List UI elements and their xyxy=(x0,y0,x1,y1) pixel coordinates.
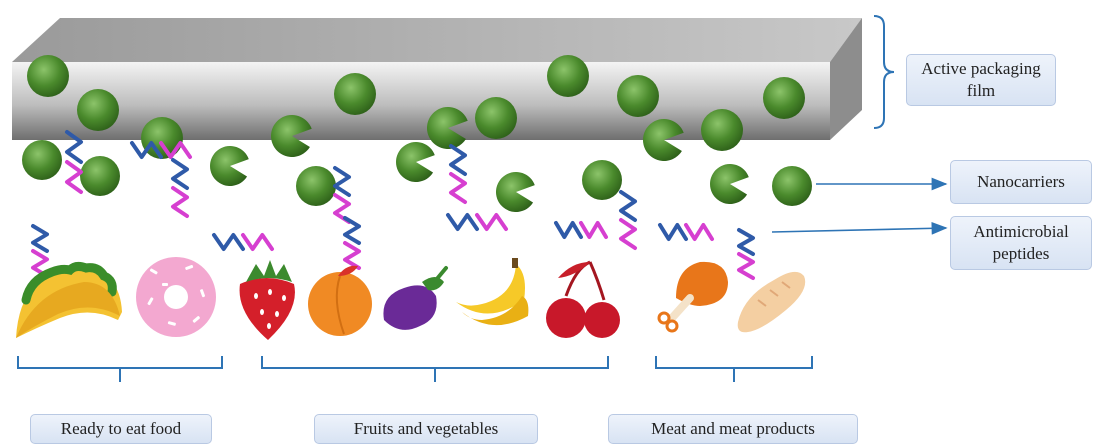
nanocarrier-ball xyxy=(710,164,749,204)
peptide-strand xyxy=(739,230,753,278)
nanocarrier-ball xyxy=(617,75,659,117)
peptide-strand xyxy=(621,192,635,248)
nanocarrier-ball xyxy=(210,146,249,186)
chicken-leg-icon xyxy=(659,262,728,331)
peptide-strand xyxy=(345,218,359,268)
active-packaging-film-label: Active packaging film xyxy=(906,54,1056,106)
meat-bracket xyxy=(656,356,812,382)
peptide-strand xyxy=(214,235,272,249)
eggplant-icon xyxy=(383,268,446,330)
nanocarrier-ball xyxy=(547,55,589,97)
nanocarrier-ball xyxy=(141,117,183,159)
peptide-strand xyxy=(67,132,81,192)
peach-icon xyxy=(308,266,372,336)
nanocarrier-ball xyxy=(77,89,119,131)
strawberry-icon xyxy=(240,260,295,340)
peptide-strand xyxy=(660,225,712,239)
peptide-strand xyxy=(556,223,606,237)
nanocarrier-ball xyxy=(582,160,622,200)
nanocarrier-ball xyxy=(27,55,69,97)
nanocarrier-ball xyxy=(396,142,435,182)
nanocarrier-ball xyxy=(334,73,376,115)
peptide-strand xyxy=(33,226,47,276)
film-brace xyxy=(874,16,894,128)
nanocarrier-ball xyxy=(22,140,62,180)
fruits-vegetables-bracket xyxy=(262,356,608,382)
nanocarrier-ball xyxy=(763,77,805,119)
fruits-vegetables-label: Fruits and vegetables xyxy=(314,414,538,444)
nanocarriers-label: Nanocarriers xyxy=(950,160,1092,204)
nanocarrier-ball xyxy=(296,166,336,206)
nanocarrier-ball xyxy=(80,156,120,196)
peptide-arrow xyxy=(772,228,946,232)
nanocarrier-ball xyxy=(772,166,812,206)
nanocarrier-ball xyxy=(496,172,535,212)
peptide-strand xyxy=(451,146,465,202)
peptide-strand xyxy=(173,160,187,216)
ready-to-eat-food-label: Ready to eat food xyxy=(30,414,212,444)
taco-icon xyxy=(16,266,122,338)
peptide-strand xyxy=(335,168,349,222)
donut-icon xyxy=(136,257,216,337)
antimicrobial-peptides-label: Antimicrobial peptides xyxy=(950,216,1092,270)
ready-to-eat-bracket xyxy=(18,356,222,382)
meat-products-label: Meat and meat products xyxy=(608,414,858,444)
peptide-strand xyxy=(448,215,506,229)
nanocarrier-ball xyxy=(701,109,743,151)
bread-icon xyxy=(738,272,805,332)
nanocarrier-ball xyxy=(643,119,684,161)
nanocarrier-ball xyxy=(475,97,517,139)
antimicrobial-peptides xyxy=(33,132,753,278)
banana-icon xyxy=(456,258,528,325)
cherry-icon xyxy=(546,262,620,338)
